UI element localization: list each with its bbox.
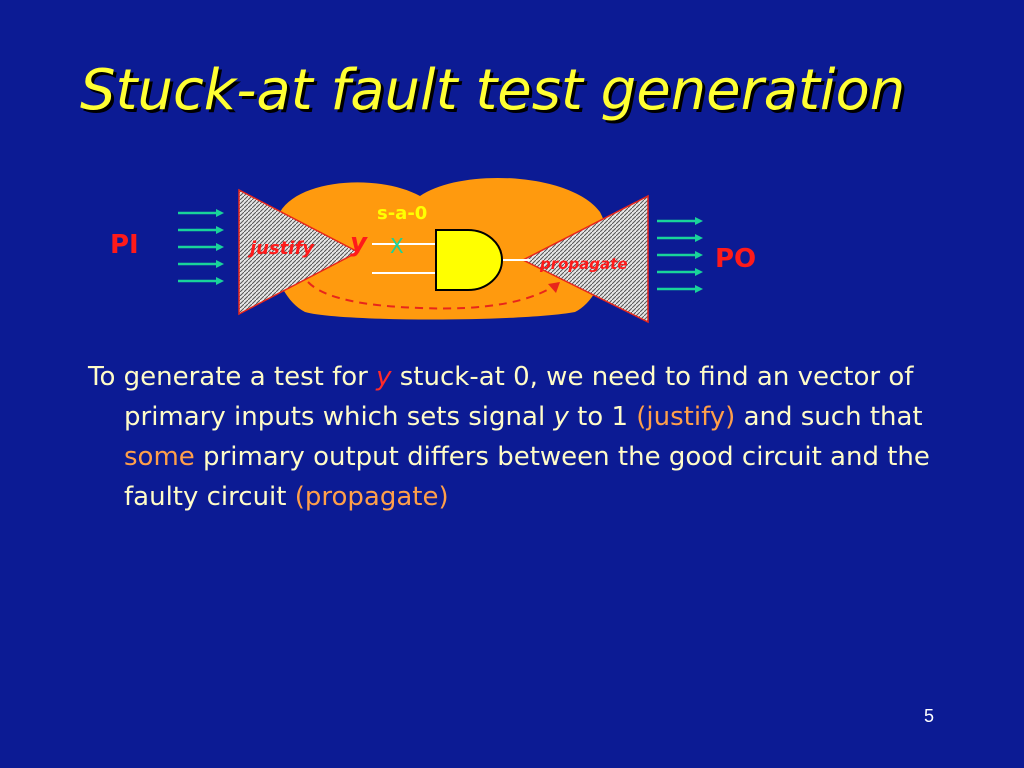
body-paragraph: To generate a test for y stuck-at 0, we …	[88, 357, 974, 517]
arrow-right-icon	[657, 217, 703, 225]
page-number: 5	[924, 706, 935, 726]
pi-arrows	[178, 209, 224, 285]
justify-highlight: (justify)	[636, 402, 736, 432]
pi-label: PI	[110, 230, 139, 260]
propagate-highlight: (propagate)	[294, 482, 449, 512]
arrow-right-icon	[178, 277, 224, 285]
stuck-at-label: s-a-0	[377, 203, 427, 224]
gate-wires	[372, 243, 530, 274]
slide-title: Stuck-at fault test generation	[80, 58, 906, 123]
po-label: PO	[715, 244, 756, 274]
arrow-right-icon	[657, 251, 703, 259]
signal-y-label: y	[350, 228, 368, 258]
body-text-5: primary output differs between the good …	[124, 442, 930, 512]
arrow-right-icon	[657, 234, 703, 242]
arrow-right-icon	[178, 260, 224, 268]
body-text-2: stuck-at 0, we need to find an vector of…	[124, 362, 914, 432]
arrow-right-icon	[657, 285, 703, 293]
propagation-path	[307, 281, 561, 310]
justify-label: justify	[247, 238, 315, 259]
and-gate-icon	[435, 229, 503, 291]
arrow-right-icon	[657, 268, 703, 276]
arrow-right-icon	[178, 226, 224, 234]
propagate-cone	[521, 194, 649, 324]
arrow-right-icon	[178, 209, 224, 217]
propagate-label: propagate	[539, 255, 628, 273]
fault-marker: X	[390, 234, 404, 258]
some-highlight: some	[124, 442, 195, 472]
justify-cone	[238, 188, 360, 316]
arrow-right-icon	[178, 243, 224, 251]
po-arrows	[657, 217, 703, 293]
signal-y-highlight: y	[376, 362, 392, 392]
body-text-4: and such that	[735, 402, 923, 432]
propagation-arrowhead	[548, 282, 560, 293]
body-text-1: To generate a test for	[88, 362, 377, 392]
signal-y-italic: y	[553, 402, 569, 432]
body-text-3: to 1	[568, 402, 637, 432]
